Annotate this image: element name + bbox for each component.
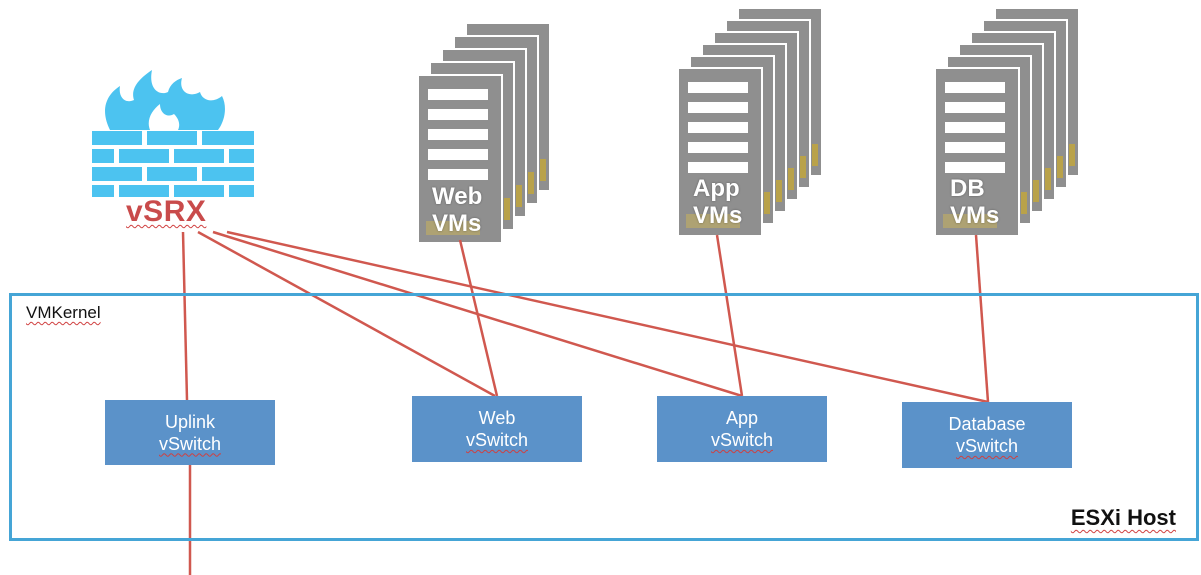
- esxi-host-box: [9, 293, 1199, 541]
- server-slot: [428, 89, 488, 100]
- drive-slot: [1045, 168, 1051, 190]
- drive-slot: [1069, 144, 1075, 166]
- drive-slot: [1021, 192, 1027, 214]
- flame-icon: [105, 70, 225, 130]
- link-vsrx-uplink: [181, 231, 189, 401]
- server-plate: [426, 221, 480, 235]
- server-slot: [945, 102, 1005, 113]
- esxi-host-label: ESXi Host: [1070, 505, 1176, 530]
- drive-slot: [1033, 180, 1039, 202]
- server-slot: [945, 162, 1005, 173]
- server-slot: [945, 142, 1005, 153]
- server-slot: [428, 129, 488, 140]
- drive-slot: [800, 156, 806, 178]
- drive-slot: [788, 168, 794, 190]
- server-slot: [688, 102, 748, 113]
- app-vswitch: App vSwitch: [657, 396, 827, 462]
- drive-slot: [812, 144, 818, 166]
- database-vswitch: Database vSwitch: [902, 402, 1072, 468]
- uplink-vswitch: Uplink vSwitch: [105, 400, 275, 465]
- server-slot: [688, 162, 748, 173]
- drive-slot: [540, 159, 546, 181]
- server-slot: [428, 149, 488, 160]
- server-slot: [428, 169, 488, 180]
- db-vm-stack: [934, 7, 1080, 237]
- drive-slot: [516, 185, 522, 207]
- server-slot: [428, 109, 488, 120]
- server-plate: [943, 214, 997, 228]
- drive-slot: [504, 198, 510, 220]
- drive-slot: [776, 180, 782, 202]
- link-app-vms-vswitch: [715, 234, 744, 397]
- link-vsrx-database-vswitch: [226, 230, 989, 404]
- server-slot: [945, 82, 1005, 93]
- server-plate: [686, 214, 740, 228]
- web-vm-stack: [417, 22, 551, 244]
- links: [181, 230, 990, 575]
- link-web-vms-vswitch: [458, 239, 499, 397]
- server-slot: [688, 122, 748, 133]
- server-slot: [945, 122, 1005, 133]
- drive-slot: [1057, 156, 1063, 178]
- app-vm-stack: [677, 7, 823, 237]
- brick-wall: [92, 131, 254, 197]
- drive-slot: [528, 172, 534, 194]
- firewall-icon: [92, 70, 254, 197]
- link-vsrx-web-vswitch: [197, 230, 496, 398]
- web-vswitch: Web vSwitch: [412, 396, 582, 462]
- vsrx-label: vSRX: [126, 195, 207, 228]
- drive-slot: [764, 192, 770, 214]
- link-db-vms-vswitch: [974, 234, 990, 403]
- server-slot: [688, 142, 748, 153]
- server-slot: [688, 82, 748, 93]
- vmkernel-label: VMKernel: [26, 303, 101, 322]
